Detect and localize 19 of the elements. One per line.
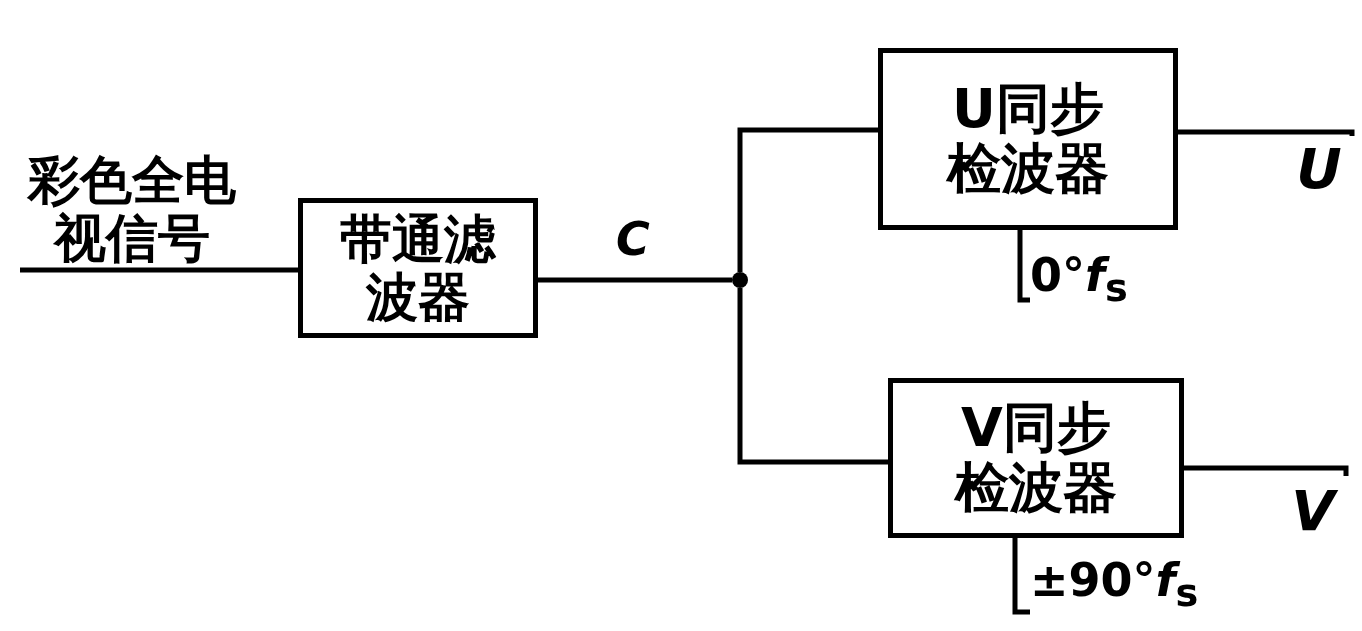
connector-line (1012, 538, 1030, 615)
input-signal-label: 彩色全电视信号 (26, 150, 237, 268)
connector-line (20, 267, 298, 273)
connector-line (737, 288, 888, 465)
box-label: 带通滤波器 (339, 209, 497, 327)
process-box (888, 378, 1184, 538)
connector-line (1184, 465, 1349, 476)
box-label: U同步检波器 (945, 78, 1110, 200)
junction-dot (732, 272, 748, 288)
connector-line (1178, 129, 1355, 136)
connector-line (538, 277, 732, 283)
box-label: V同步检波器 (953, 397, 1118, 519)
connector-line (1017, 230, 1030, 303)
connector-line (737, 127, 878, 272)
output-label: U (1296, 137, 1342, 201)
reference-signal-label: ±90°f$_{s}$ (1030, 554, 1199, 616)
process-box (878, 48, 1178, 230)
reference-signal-label: 0°f$_{s}$ (1030, 249, 1128, 311)
process-box (298, 198, 538, 338)
